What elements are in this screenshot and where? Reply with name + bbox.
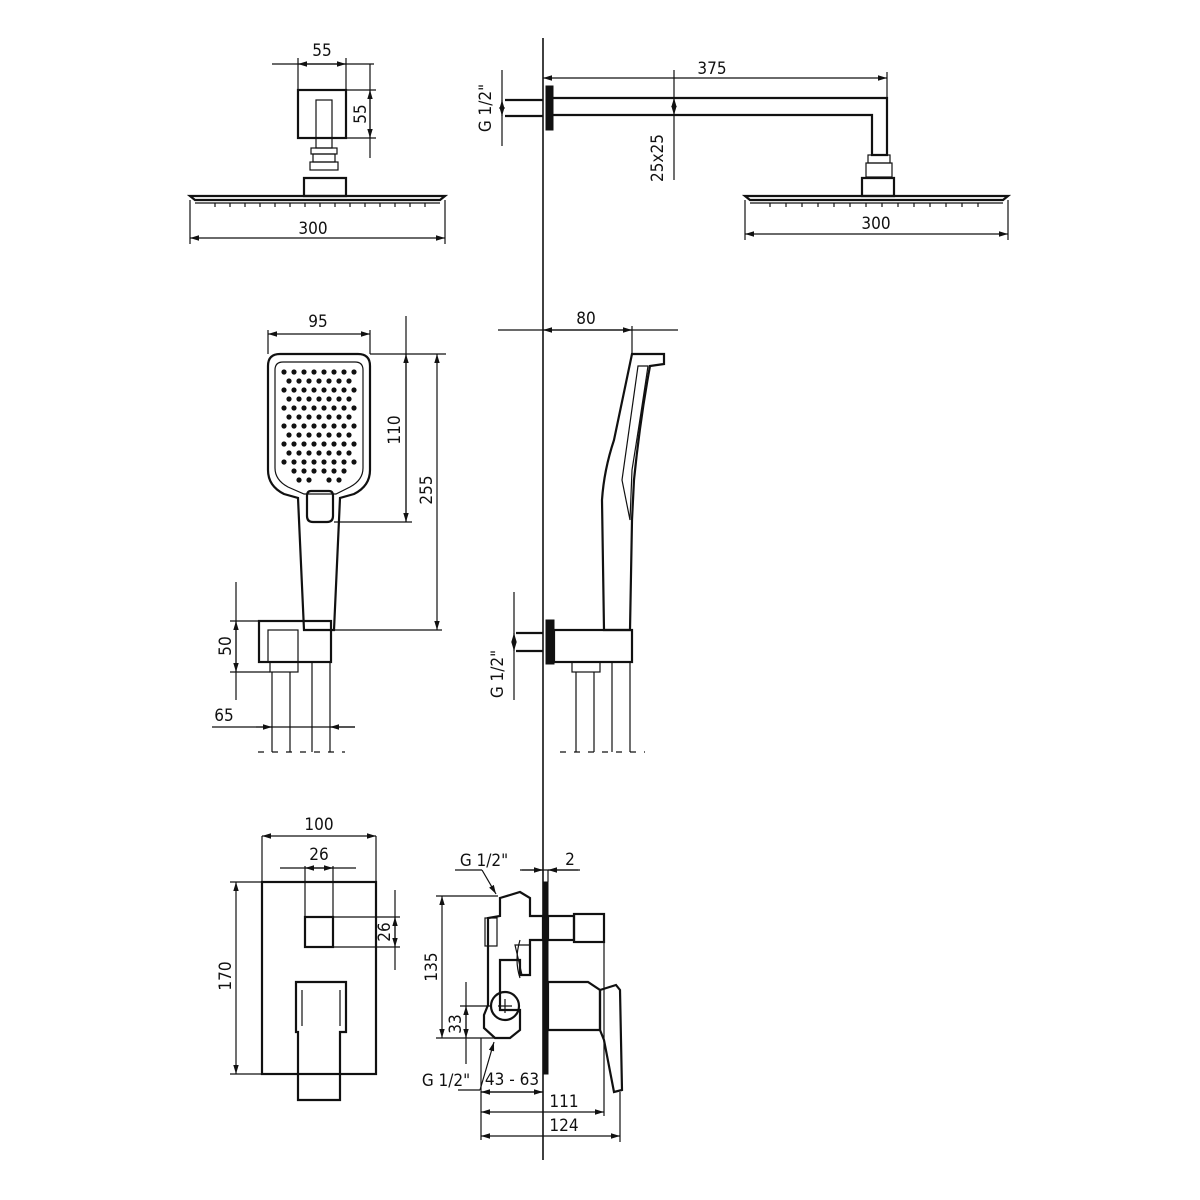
dim-hand-thread: G 1/2"	[488, 650, 508, 698]
dim-rain-head-side-width: 300	[861, 214, 890, 234]
dim-connector-width: 55	[312, 41, 331, 61]
mixer-side-view: 2 G 1/2" 135 33 G 1/2" 43 - 63 111 124	[422, 850, 624, 1142]
dim-spindle-height: 26	[375, 922, 395, 941]
dim-hand-depth: 80	[576, 309, 595, 329]
dim-rain-thread: G 1/2"	[476, 84, 496, 132]
dim-holder-offset: 65	[214, 706, 233, 726]
rain-shower-side-view: 375 G 1/2" 25x25 300	[476, 59, 1012, 240]
dim-thread-bottom: G 1/2"	[422, 1071, 470, 1091]
dim-plate-thickness: 2	[565, 850, 575, 870]
dim-outlet-height: 33	[446, 1014, 466, 1033]
dim-arm-length: 375	[697, 59, 726, 79]
rain-shower-front-view: 55 55 300	[186, 41, 449, 244]
hand-shower-nozzle-grid	[281, 369, 357, 483]
dim-depth-handle: 111	[549, 1092, 578, 1112]
dim-plate-width: 100	[304, 815, 333, 835]
dim-plate-height: 170	[216, 961, 236, 990]
hand-shower-side-view: 80 G 1/2"	[488, 309, 678, 753]
dim-install-depth: 43 - 63	[485, 1070, 539, 1090]
mixer-front-view: 100 26 26 170	[216, 815, 400, 1102]
dim-rain-head-width: 300	[298, 219, 327, 239]
dim-spindle-width: 26	[309, 845, 328, 865]
rain-head-side-nozzles	[769, 203, 979, 207]
hand-shower-front-view: 95 110 255 50 65	[212, 312, 446, 753]
dim-thread-top: G 1/2"	[460, 851, 508, 871]
dim-body-height: 135	[422, 952, 442, 981]
rain-head-nozzles	[214, 203, 426, 207]
dim-arm-section: 25x25	[648, 134, 668, 182]
dim-hand-face-height: 110	[385, 415, 405, 444]
dim-depth-total: 124	[549, 1116, 578, 1136]
dim-connector-height: 55	[351, 104, 371, 123]
dim-hand-total-height: 255	[417, 475, 437, 504]
dim-hand-head-width: 95	[308, 312, 327, 332]
dim-holder-height: 50	[216, 636, 236, 655]
